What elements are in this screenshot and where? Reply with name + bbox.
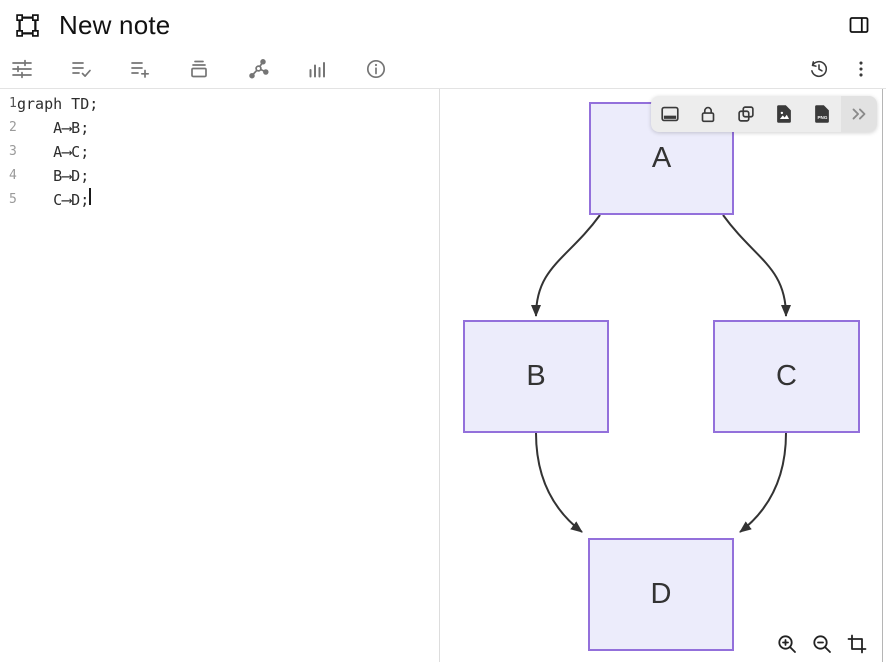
export-image-icon[interactable]: [765, 96, 803, 132]
code-text: A⟶C;: [17, 143, 90, 161]
diagram-canvas[interactable]: A B C D: [440, 89, 885, 662]
code-text: graph TD;: [17, 95, 99, 113]
app-header: New note: [0, 0, 886, 50]
toggle-right-panel-icon[interactable]: [846, 12, 872, 38]
code-line[interactable]: 4 B⟶D;: [0, 164, 439, 188]
canvas-right-edge: [882, 89, 883, 662]
code-text: B⟶D;: [17, 167, 90, 185]
bar-chart-icon[interactable]: [305, 57, 329, 81]
line-number: 4: [9, 168, 17, 183]
list-check-icon[interactable]: [69, 57, 93, 81]
flow-node-b[interactable]: B: [463, 320, 609, 433]
code-text: C⟶D;: [17, 191, 90, 209]
flow-node-c[interactable]: C: [713, 320, 860, 433]
line-number: 2: [9, 120, 17, 135]
edge-a-b: [531, 214, 601, 317]
adjustments-icon[interactable]: [10, 57, 34, 81]
more-chevrons-icon[interactable]: [841, 96, 877, 132]
edge-a-c: [722, 214, 791, 317]
zoom-controls: [775, 632, 869, 656]
code-text: A⟶B;: [17, 119, 90, 137]
edge-b-d: [535, 432, 583, 533]
main-toolbar: [0, 50, 886, 89]
code-line[interactable]: 5 C⟶D;: [0, 188, 439, 212]
selection-toolbar: PNG: [651, 96, 877, 132]
lock-icon[interactable]: [689, 96, 727, 132]
edge-layer: [531, 214, 791, 533]
code-editor[interactable]: 1 graph TD; 2 A⟶B; 3 A⟶C; 4 B⟶D; 5 C⟶D;: [0, 89, 440, 662]
list-add-icon[interactable]: [128, 57, 152, 81]
main-split: 1 graph TD; 2 A⟶B; 3 A⟶C; 4 B⟶D; 5 C⟶D;: [0, 89, 886, 662]
svg-text:PNG: PNG: [817, 115, 827, 120]
bottom-panel-icon[interactable]: [651, 96, 689, 132]
app-logo-bounding-box-icon: [14, 12, 41, 39]
node-label: B: [526, 360, 546, 392]
line-number: 1: [9, 96, 17, 111]
history-icon[interactable]: [807, 57, 831, 81]
flow-node-d[interactable]: D: [588, 538, 734, 651]
node-label: C: [776, 360, 797, 392]
code-line[interactable]: 2 A⟶B;: [0, 116, 439, 140]
line-number: 5: [9, 192, 17, 207]
export-png-icon[interactable]: PNG: [803, 96, 841, 132]
code-line[interactable]: 3 A⟶C;: [0, 140, 439, 164]
kebab-menu-icon[interactable]: [849, 57, 873, 81]
fit-crop-icon[interactable]: [845, 632, 869, 656]
zoom-in-icon[interactable]: [775, 632, 799, 656]
node-label: D: [650, 578, 672, 610]
edge-c-d: [739, 432, 787, 533]
archive-box-icon[interactable]: [187, 57, 211, 81]
node-label: A: [651, 142, 672, 174]
flow-node-a[interactable]: A: [589, 102, 734, 215]
duplicate-icon[interactable]: [727, 96, 765, 132]
page-title: New note: [59, 9, 171, 40]
zoom-out-icon[interactable]: [810, 632, 834, 656]
line-number: 3: [9, 144, 17, 159]
info-icon[interactable]: [364, 57, 388, 81]
text-cursor: [89, 188, 91, 205]
graph-nodes-icon[interactable]: [246, 57, 270, 81]
code-line[interactable]: 1 graph TD;: [0, 92, 439, 116]
